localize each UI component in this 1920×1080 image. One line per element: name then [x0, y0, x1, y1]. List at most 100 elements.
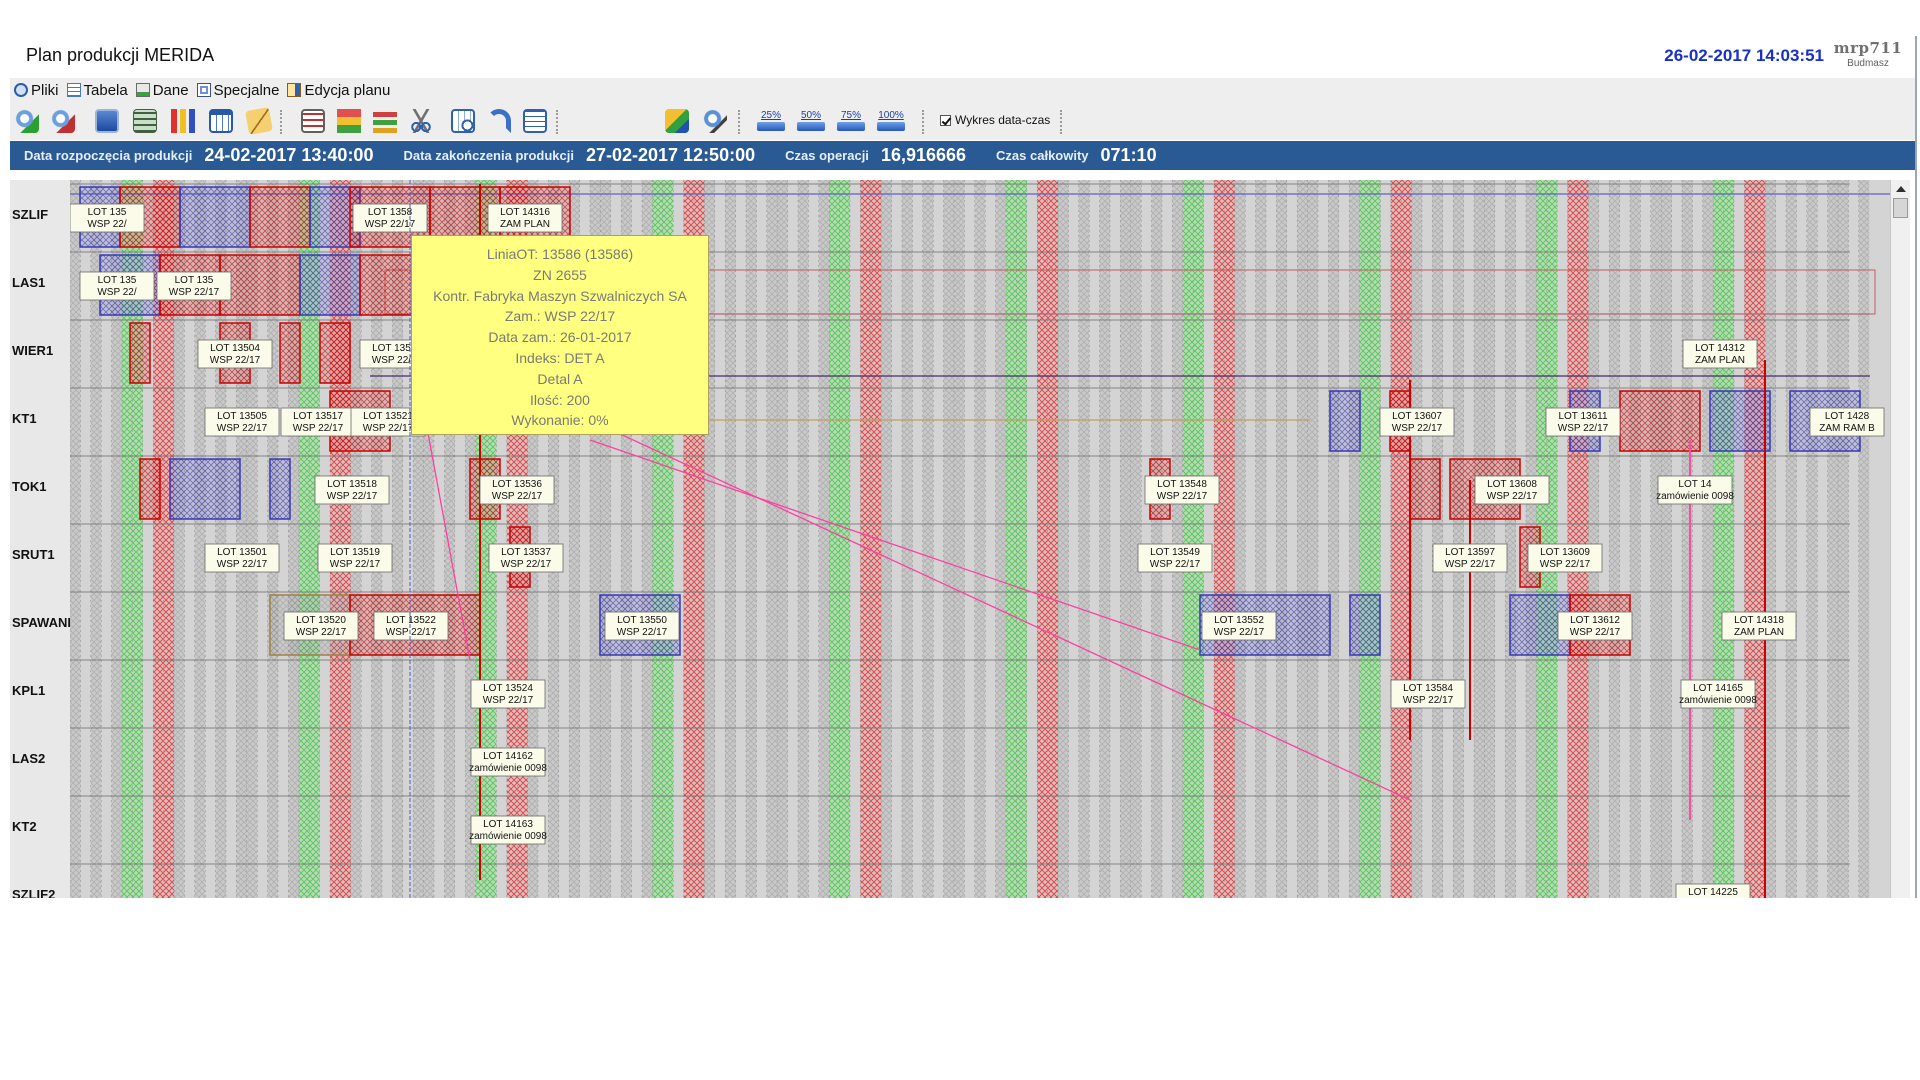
lot-label-box[interactable] — [470, 679, 546, 709]
lot-label-box[interactable] — [1680, 679, 1756, 709]
menu-item-edycja-planu[interactable]: Edycja planu — [287, 82, 390, 99]
lot-label-box[interactable] — [1682, 339, 1758, 369]
menu-item-tabela[interactable]: Tabela — [66, 82, 128, 99]
lot-label-box[interactable] — [79, 271, 155, 301]
lot-label-box[interactable] — [1201, 611, 1277, 641]
operation-block[interactable] — [129, 322, 151, 384]
lot-label-box[interactable] — [204, 543, 280, 573]
operation-block[interactable] — [299, 254, 361, 316]
operation-block[interactable] — [1409, 458, 1441, 520]
bars-button[interactable] — [370, 107, 400, 135]
menu-item-dane[interactable]: Dane — [135, 82, 189, 99]
operation-block[interactable] — [219, 254, 301, 316]
operation-block[interactable] — [1349, 594, 1381, 656]
lot-label-box[interactable] — [1675, 883, 1751, 898]
lot-label-box[interactable] — [488, 543, 564, 573]
bar-chart-button[interactable] — [168, 107, 198, 135]
cut-button[interactable] — [406, 107, 436, 135]
lot-label-box[interactable] — [1545, 407, 1621, 437]
lot-label-box[interactable] — [1527, 543, 1603, 573]
arrange-button[interactable] — [334, 107, 364, 135]
operation-block[interactable] — [139, 458, 161, 520]
lot-label-box[interactable] — [317, 543, 393, 573]
move-lot-button[interactable] — [662, 107, 692, 135]
lot-label-box[interactable] — [1390, 679, 1466, 709]
operation-block[interactable] — [169, 458, 241, 520]
operation-block[interactable] — [1329, 390, 1361, 452]
lot-label-box[interactable] — [197, 339, 273, 369]
lot-label[interactable]: LOT 14225 — [1675, 883, 1751, 898]
checklist-button[interactable] — [298, 107, 328, 135]
vertical-scrollbar[interactable] — [1890, 180, 1910, 898]
date-time-chart-checkbox[interactable]: Wykres data-czas — [940, 113, 1050, 127]
undo-button[interactable] — [484, 107, 514, 135]
lot-label-box[interactable] — [373, 611, 449, 641]
lot-label-box[interactable] — [70, 203, 145, 233]
lot-label-box[interactable] — [479, 475, 555, 505]
zoom-out-button[interactable] — [48, 107, 78, 135]
lot-label-box[interactable] — [1137, 543, 1213, 573]
lot-label-box[interactable] — [204, 407, 280, 437]
lot-label-box[interactable] — [283, 611, 359, 641]
operation-block[interactable] — [179, 186, 251, 248]
operation-block[interactable] — [249, 186, 311, 248]
zoom-25-button[interactable]: 25% — [755, 110, 787, 132]
search-button[interactable] — [700, 107, 730, 135]
lot-label-box[interactable] — [1557, 611, 1633, 641]
lot-label-box[interactable] — [1144, 475, 1220, 505]
lot-label-box[interactable] — [1809, 407, 1885, 437]
lot-label-box[interactable] — [470, 815, 546, 845]
operation-block[interactable] — [1709, 390, 1771, 452]
save-table-button[interactable] — [520, 107, 550, 135]
checkbox-checked-icon[interactable] — [940, 114, 951, 126]
zoom-75-button[interactable]: 75% — [835, 110, 867, 132]
lot-label-box[interactable] — [1657, 475, 1733, 505]
scroll-thumb[interactable] — [1893, 198, 1908, 218]
menu-item-specjalne[interactable]: Specjalne — [196, 82, 279, 99]
lot-label-box[interactable] — [1474, 475, 1550, 505]
zoom-50-button[interactable]: 50% — [795, 110, 827, 132]
operation-block[interactable] — [319, 322, 351, 384]
lot-label-box[interactable] — [156, 271, 232, 301]
lot-label-box[interactable] — [352, 203, 428, 233]
menu-item-pliki[interactable]: Pliki — [14, 82, 59, 99]
grid-view-button[interactable] — [130, 107, 160, 135]
zoom-in-button[interactable] — [12, 107, 42, 135]
view-button[interactable] — [92, 107, 122, 135]
lot-label-box[interactable] — [314, 475, 390, 505]
operation-block[interactable] — [269, 458, 291, 520]
lot-label-box[interactable] — [1721, 611, 1797, 641]
calendar-button[interactable] — [206, 107, 236, 135]
lot-label-box[interactable] — [604, 611, 680, 641]
tag-button[interactable] — [244, 107, 274, 135]
